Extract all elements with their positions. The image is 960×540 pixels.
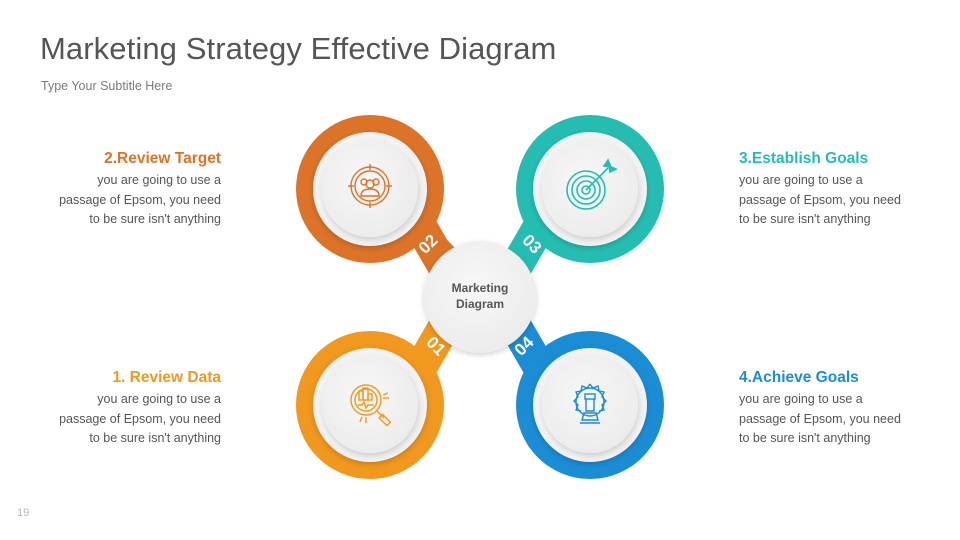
- center-node: [424, 241, 536, 353]
- step-3-node: 03: [516, 115, 664, 263]
- step-1-line-1: you are going to use a: [97, 392, 221, 406]
- center-label-line-2: Diagram: [455, 297, 505, 311]
- strategy-gear-chess-icon: [573, 383, 607, 424]
- step-3-line-3: to be sure isn't anything: [739, 212, 871, 226]
- step-2-line-3: to be sure isn't anything: [89, 212, 221, 226]
- step-4-text-block: 4.Achieve Goals you are going to use a p…: [739, 369, 929, 449]
- bullseye-target-icon: [566, 158, 618, 210]
- center-label-line-1: Marketing: [451, 281, 509, 295]
- step-1-text-block: 1. Review Data you are going to use a pa…: [31, 369, 221, 449]
- center-label: Marketing Diagram: [424, 280, 536, 312]
- page-number: 19: [17, 507, 30, 519]
- step-4-description: you are going to use a passage of Epsom,…: [739, 390, 929, 449]
- step-2-node: 02: [296, 115, 455, 263]
- step-4-line-3: to be sure isn't anything: [739, 431, 871, 445]
- step-4-title: 4.Achieve Goals: [739, 369, 859, 386]
- step-3-text-block: 3.Establish Goals you are going to use a…: [739, 150, 929, 230]
- step-3-line-1: you are going to use a: [739, 173, 863, 187]
- step-4-node: 04: [511, 331, 664, 479]
- slide-title: Marketing Strategy Effective Diagram: [40, 31, 557, 66]
- step-1-title: 1. Review Data: [112, 369, 221, 386]
- step-4-line-2: passage of Epsom, you need: [739, 411, 901, 426]
- step-1-description: you are going to use a passage of Epsom,…: [31, 390, 221, 449]
- data-analysis-magnifier-icon: [350, 384, 392, 427]
- step-3-line-2: passage of Epsom, you need: [739, 192, 901, 207]
- step-3-description: you are going to use a passage of Epsom,…: [739, 171, 929, 230]
- step-1-line-3: to be sure isn't anything: [89, 431, 221, 445]
- step-1-node: 01: [296, 331, 449, 479]
- slide-subtitle: Type Your Subtitle Here: [41, 79, 173, 93]
- step-2-line-1: you are going to use a: [97, 173, 221, 187]
- target-audience-icon: [348, 164, 392, 208]
- step-2-text-block: 2.Review Target you are going to use a p…: [31, 150, 221, 230]
- step-2-line-2: passage of Epsom, you need: [59, 192, 221, 207]
- step-1-line-2: passage of Epsom, you need: [59, 411, 221, 426]
- step-4-line-1: you are going to use a: [739, 392, 863, 406]
- step-3-title: 3.Establish Goals: [739, 150, 869, 167]
- step-2-description: you are going to use a passage of Epsom,…: [31, 171, 221, 230]
- step-2-title: 2.Review Target: [104, 150, 221, 167]
